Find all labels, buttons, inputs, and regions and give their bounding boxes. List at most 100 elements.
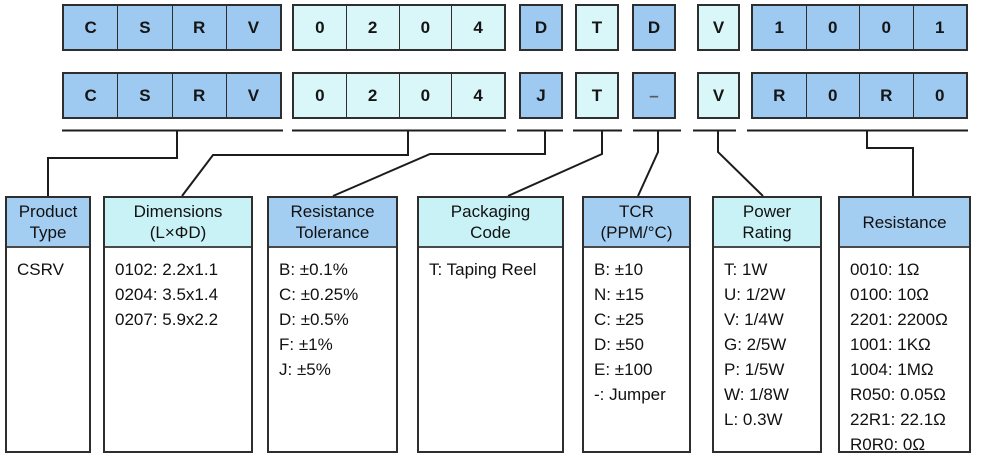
legend-item: 0204: 3.5x1.4	[115, 285, 219, 304]
legend-item: N: ±15	[594, 285, 644, 304]
code-cell: 4	[451, 6, 504, 49]
code-group-tcr: D	[632, 4, 676, 51]
legend-item: 1001: 1KΩ	[850, 335, 931, 354]
code-cell: 0	[398, 6, 452, 49]
legend-item: J: ±5%	[279, 360, 331, 379]
legend-title-line: (L×ΦD)	[149, 223, 207, 242]
code-cell: C	[84, 17, 97, 37]
legend-header: Dimensions (L×ΦD)	[105, 198, 251, 248]
code-cell: S	[117, 6, 171, 49]
leader-packaging-code	[507, 130, 603, 197]
legend-item: C: ±25	[594, 310, 644, 329]
legend-title-line: (PPM/°C)	[600, 223, 673, 242]
legend-item: C: ±0.25%	[279, 285, 359, 304]
legend-item: 2201: 2200Ω	[850, 310, 948, 329]
code-cell: 0	[315, 85, 325, 105]
legend-item: 22R1: 22.1Ω	[850, 410, 946, 429]
code-cell: 4	[451, 74, 504, 117]
code-group-power-rating: V	[697, 4, 740, 51]
legend-title-line: Rating	[742, 223, 792, 242]
code-group-resistance: R 0 R 0	[751, 72, 968, 119]
code-group-dimensions: 0 2 0 4	[292, 4, 506, 51]
legend-item: F: ±1%	[279, 335, 333, 354]
code-cell: 2	[345, 6, 399, 49]
code-cell: 1	[912, 6, 967, 49]
legend-title-line: Type	[29, 223, 67, 242]
legend-resistance: Resistance 0010: 1Ω 0100: 10Ω 2201: 2200…	[838, 196, 971, 454]
code-group-product-type: C S R V	[62, 72, 282, 119]
legend-header: Resistance	[840, 198, 969, 248]
leader-dimensions	[181, 130, 409, 197]
legend-item: -: Jumper	[594, 385, 666, 404]
code-cell: 0	[912, 74, 967, 117]
code-group-power-rating: V	[697, 72, 740, 119]
legend-item: 0102: 2.2x1.1	[115, 260, 219, 279]
leader-power-rating	[717, 130, 764, 197]
code-cell: 2	[345, 74, 399, 117]
legend-packaging-code: Packaging Code T: Taping Reel	[417, 196, 564, 453]
leader-tcr	[637, 130, 659, 197]
legend-item: 0100: 10Ω	[850, 285, 929, 304]
code-cell: 0	[859, 6, 913, 49]
legend-item: V: 1/4W	[724, 310, 784, 329]
legend-item: B: ±10	[594, 260, 644, 279]
legend-header: Resistance Tolerance	[269, 198, 396, 248]
leader-resistance	[866, 130, 914, 196]
legend-item: T: Taping Reel	[429, 260, 537, 279]
code-cell: V	[712, 17, 725, 37]
code-group-resistance-tolerance: D	[519, 4, 563, 51]
legend-resistance-tolerance: Resistance Tolerance B: ±0.1% C: ±0.25% …	[267, 196, 398, 453]
legend-item: W: 1/8W	[724, 385, 789, 404]
code-group-product-type: C S R V	[62, 4, 282, 51]
legend-item: L: 0.3W	[724, 410, 783, 429]
code-cell: R	[171, 6, 226, 49]
legend-item: P: 1/5W	[724, 360, 785, 379]
legend-item: 1004: 1MΩ	[850, 360, 934, 379]
legend-item: U: 1/2W	[724, 285, 786, 304]
code-cell: V	[225, 74, 280, 117]
code-cell: 1	[774, 17, 784, 37]
legend-product-type: Product Type CSRV	[5, 196, 91, 453]
legend-items: CSRV	[7, 248, 89, 282]
code-cell: R	[859, 74, 913, 117]
legend-item: D: ±50	[594, 335, 644, 354]
code-cell: T	[591, 17, 603, 37]
legend-items: B: ±10 N: ±15 C: ±25 D: ±50 E: ±100 -: J…	[584, 248, 689, 407]
code-cell: V	[225, 6, 280, 49]
code-cell: C	[84, 85, 97, 105]
legend-items: 0102: 2.2x1.1 0204: 3.5x1.4 0207: 5.9x2.…	[105, 248, 251, 332]
legend-title-line: Packaging	[450, 202, 531, 221]
code-group-packaging-code: T	[575, 4, 619, 51]
legend-items: 0010: 1Ω 0100: 10Ω 2201: 2200Ω 1001: 1KΩ…	[840, 248, 969, 457]
legend-item: D: ±0.5%	[279, 310, 349, 329]
legend-title-line: TCR	[619, 202, 654, 221]
legend-header: Power Rating	[714, 198, 820, 248]
legend-tcr: TCR (PPM/°C) B: ±10 N: ±15 C: ±25 D: ±50…	[582, 196, 691, 453]
code-group-dimensions: 0 2 0 4	[292, 72, 506, 119]
legend-title-line: Resistance	[290, 202, 375, 221]
legend-title-line: Dimensions	[133, 202, 223, 221]
code-cell: D	[647, 17, 661, 37]
legend-item: CSRV	[17, 260, 64, 279]
legend-item: G: 2/5W	[724, 335, 787, 354]
code-group-resistance: 1 0 0 1	[751, 4, 968, 51]
code-group-packaging-code: T	[575, 72, 619, 119]
code-cell: R	[773, 85, 786, 105]
legend-title-line: Tolerance	[295, 223, 370, 242]
legend-header: Packaging Code	[419, 198, 562, 248]
code-group-resistance-tolerance: J	[519, 72, 563, 119]
legend-items: B: ±0.1% C: ±0.25% D: ±0.5% F: ±1% J: ±5…	[269, 248, 396, 382]
legend-item: 0207: 5.9x2.2	[115, 310, 219, 329]
code-cell: T	[591, 85, 603, 105]
legend-title-line: Product	[18, 202, 78, 221]
legend-power-rating: Power Rating T: 1W U: 1/2W V: 1/4W G: 2/…	[712, 196, 822, 453]
legend-item: E: ±100	[594, 360, 653, 379]
legend-title-line: Power	[742, 202, 792, 221]
code-cell: R	[171, 74, 226, 117]
code-cell-jumper-dash: –	[649, 85, 659, 105]
legend-items: T: 1W U: 1/2W V: 1/4W G: 2/5W P: 1/5W W:…	[714, 248, 820, 432]
legend-items: T: Taping Reel	[419, 248, 562, 282]
legend-dimensions: Dimensions (L×ΦD) 0102: 2.2x1.1 0204: 3.…	[103, 196, 253, 453]
